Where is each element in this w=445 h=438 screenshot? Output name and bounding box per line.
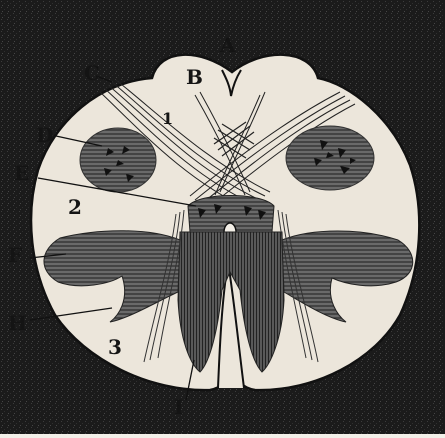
label-3: 3 [108, 335, 122, 359]
label-f: F [8, 243, 22, 267]
label-1: 1 [162, 109, 173, 128]
label-h: H [8, 311, 27, 335]
label-c: C [84, 61, 100, 85]
label-a: A [219, 33, 236, 57]
label-2: 2 [68, 195, 82, 219]
label-e: E [14, 161, 29, 185]
label-b: B [186, 65, 203, 89]
label-i: I [174, 395, 183, 419]
label-d: D [36, 123, 53, 147]
dorsal-nucleus-right [286, 126, 374, 190]
